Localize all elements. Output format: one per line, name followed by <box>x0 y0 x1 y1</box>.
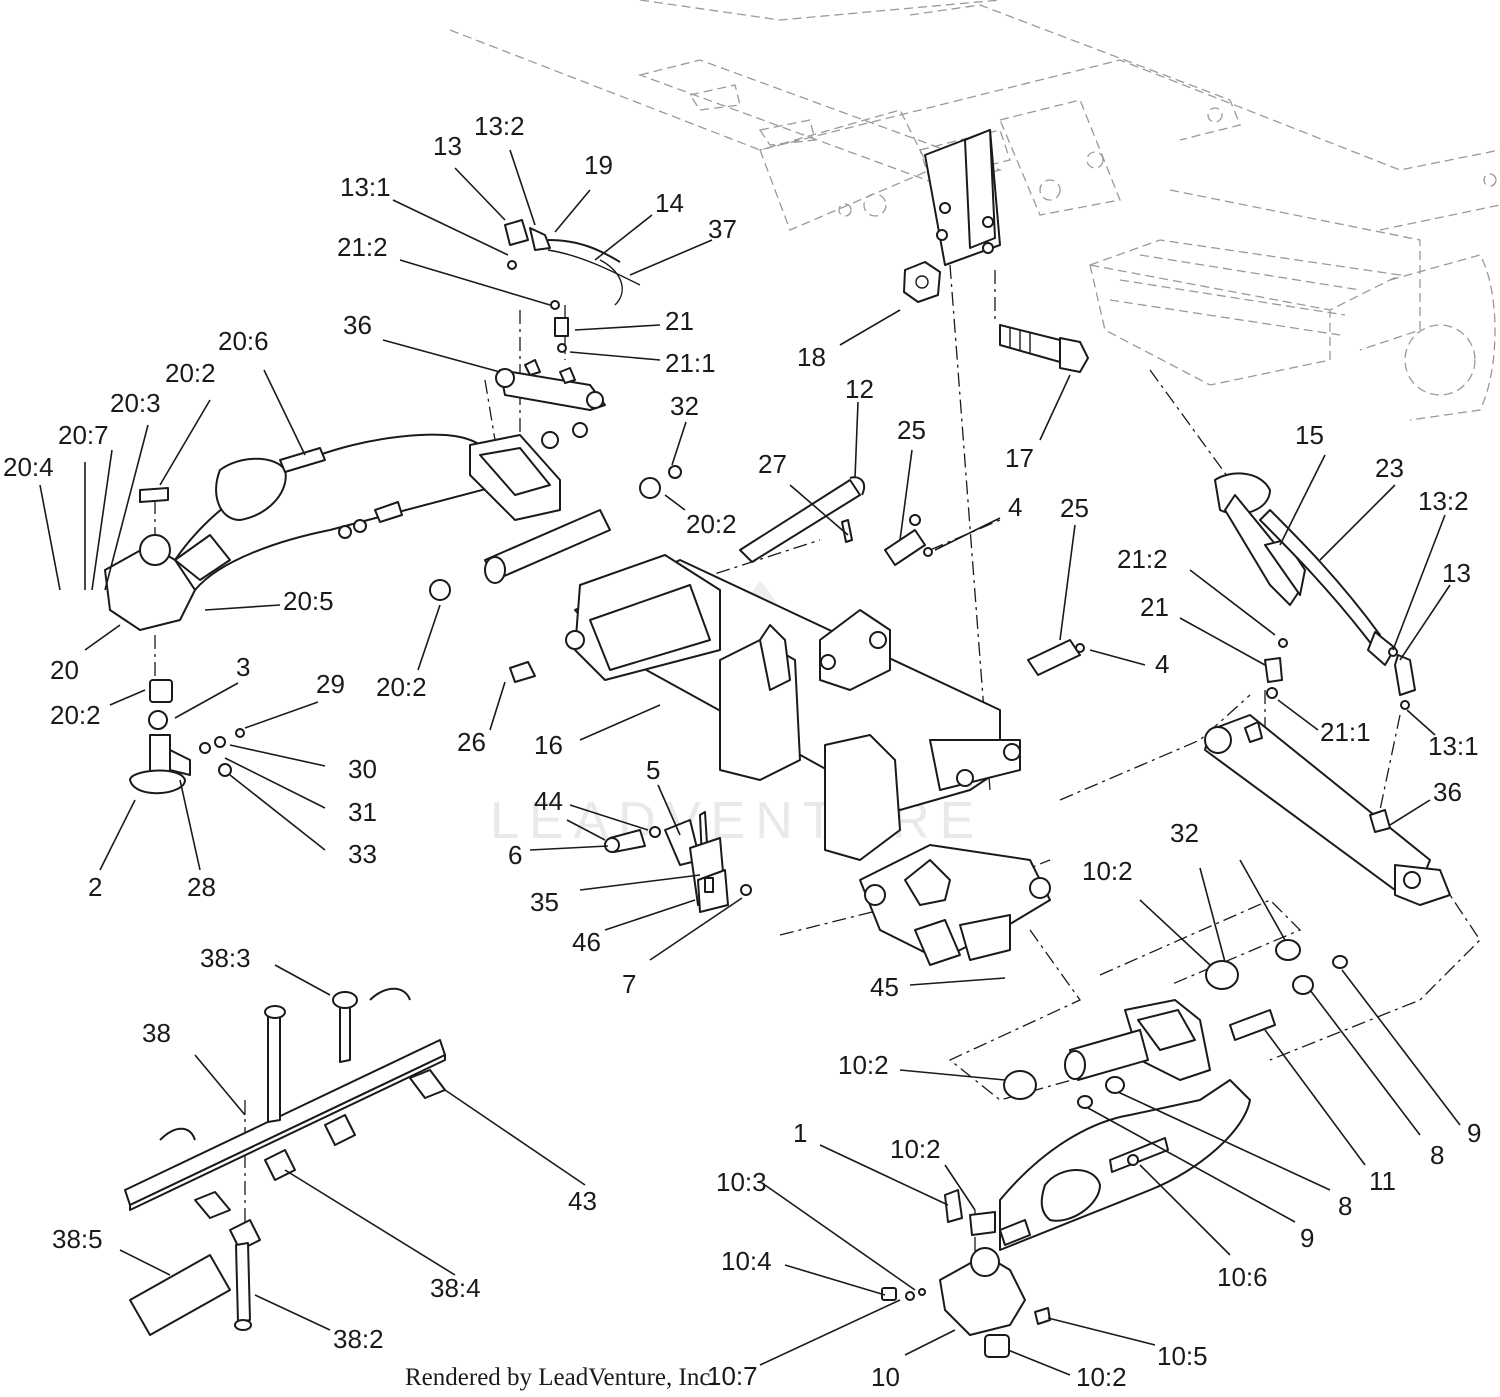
callout-10-4: 10:4 <box>721 1246 772 1276</box>
callout-28: 28 <box>187 872 216 902</box>
callout-21-2-right: 21:2 <box>1117 544 1168 574</box>
callout-38-4: 38:4 <box>430 1273 481 1303</box>
left-spindle <box>129 679 245 795</box>
callout-13-right: 13 <box>1442 558 1471 588</box>
callout-4-right: 4 <box>1155 649 1169 679</box>
callout-13: 13 <box>433 131 462 161</box>
hydraulic-fittings-right <box>1214 472 1416 710</box>
callout-35: 35 <box>530 887 559 917</box>
callout-11: 11 <box>1369 1166 1396 1196</box>
callout-36-right: 36 <box>1433 777 1462 807</box>
callout-31: 31 <box>348 797 377 827</box>
front-axle-beam <box>565 554 1051 966</box>
callout-labels: 13 13:2 19 13:1 14 37 21:2 21 36 21:1 20… <box>3 111 1481 1392</box>
callout-3: 3 <box>236 652 250 682</box>
callout-20-2-mid: 20:2 <box>686 509 737 539</box>
callout-18: 18 <box>797 342 826 372</box>
callout-1: 1 <box>793 1118 807 1148</box>
callout-37: 37 <box>708 214 737 244</box>
callout-27: 27 <box>758 449 787 479</box>
hex-bolt <box>999 324 1089 373</box>
callout-10: 10 <box>871 1362 900 1392</box>
hydraulic-fittings-left <box>504 219 641 353</box>
callout-32: 32 <box>670 391 699 421</box>
callout-30: 30 <box>348 754 377 784</box>
callout-38-2: 38:2 <box>333 1324 384 1354</box>
hex-nut <box>903 261 941 303</box>
mounting-bracket-plate <box>924 129 1001 266</box>
callout-44: 44 <box>534 786 563 816</box>
pivot-pins <box>739 476 1085 676</box>
left-spindle-arm <box>104 433 561 631</box>
callout-13-2: 13:2 <box>474 111 525 141</box>
right-spindle-arm <box>881 999 1251 1358</box>
callout-33: 33 <box>348 839 377 869</box>
callout-6: 6 <box>508 840 522 870</box>
left-bushings <box>338 422 682 683</box>
tractor-frame-phantom <box>449 0 1500 421</box>
callout-23: 23 <box>1375 453 1404 483</box>
callout-21-1-right: 21:1 <box>1320 717 1371 747</box>
callout-7: 7 <box>622 969 636 999</box>
callout-38-3: 38:3 <box>200 943 251 973</box>
callout-10-3: 10:3 <box>716 1167 767 1197</box>
right-hydraulic-cylinder <box>1204 714 1451 906</box>
left-hydraulic-cylinder <box>495 359 606 411</box>
callout-10-2-spindle: 10:2 <box>890 1134 941 1164</box>
callout-16: 16 <box>534 730 563 760</box>
leader-lines <box>39 149 1461 1376</box>
callout-10-6: 10:6 <box>1217 1262 1268 1292</box>
callout-13-1-right: 13:1 <box>1428 731 1479 761</box>
callout-25: 25 <box>897 415 926 445</box>
caster-bracket <box>604 811 752 913</box>
callout-17: 17 <box>1005 443 1034 473</box>
callout-32-right: 32 <box>1170 818 1199 848</box>
weight-bar-assembly <box>124 987 446 1336</box>
callout-19: 19 <box>584 150 613 180</box>
callout-8-right: 8 <box>1430 1140 1444 1170</box>
callout-8: 8 <box>1338 1191 1352 1221</box>
callout-29: 29 <box>316 669 345 699</box>
callout-10-7: 10:7 <box>707 1361 758 1391</box>
callout-45: 45 <box>870 972 899 1002</box>
callout-4: 4 <box>1008 492 1022 522</box>
callout-20-4: 20:4 <box>3 452 54 482</box>
callout-20: 20 <box>50 655 79 685</box>
callout-21-1: 21:1 <box>665 348 716 378</box>
callout-20-2: 20:2 <box>165 358 216 388</box>
callout-20-3: 20:3 <box>110 388 161 418</box>
callout-12: 12 <box>845 374 874 404</box>
callout-15: 15 <box>1295 420 1324 450</box>
callout-46: 46 <box>572 927 601 957</box>
callout-10-2-upper: 10:2 <box>1082 856 1133 886</box>
callout-13-1: 13:1 <box>340 172 391 202</box>
credit-text: Rendered by LeadVenture, Inc. <box>405 1364 717 1391</box>
callout-10-2-left: 10:2 <box>838 1050 889 1080</box>
callout-20-7: 20:7 <box>58 420 109 450</box>
callout-10-2-bottom: 10:2 <box>1076 1362 1127 1392</box>
callout-21-2: 21:2 <box>337 232 388 262</box>
callout-43: 43 <box>568 1186 597 1216</box>
callout-20-2-bush: 20:2 <box>376 672 427 702</box>
callout-21-right: 21 <box>1140 592 1169 622</box>
callout-36: 36 <box>343 310 372 340</box>
callout-9: 9 <box>1300 1223 1314 1253</box>
callout-26: 26 <box>457 727 486 757</box>
callout-25-right: 25 <box>1060 493 1089 523</box>
callout-20-5: 20:5 <box>283 586 334 616</box>
callout-10-5: 10:5 <box>1157 1341 1208 1371</box>
callout-20-6: 20:6 <box>218 326 269 356</box>
callout-2: 2 <box>88 872 102 902</box>
callout-14: 14 <box>655 188 684 218</box>
callout-38-5: 38:5 <box>52 1224 103 1254</box>
callout-38: 38 <box>142 1018 171 1048</box>
callout-5: 5 <box>646 755 660 785</box>
callout-21: 21 <box>665 306 694 336</box>
callout-13-2-right: 13:2 <box>1418 486 1469 516</box>
callout-20-2-lower: 20:2 <box>50 700 101 730</box>
right-bushings <box>1003 939 1348 1109</box>
callout-9-right: 9 <box>1467 1118 1481 1148</box>
